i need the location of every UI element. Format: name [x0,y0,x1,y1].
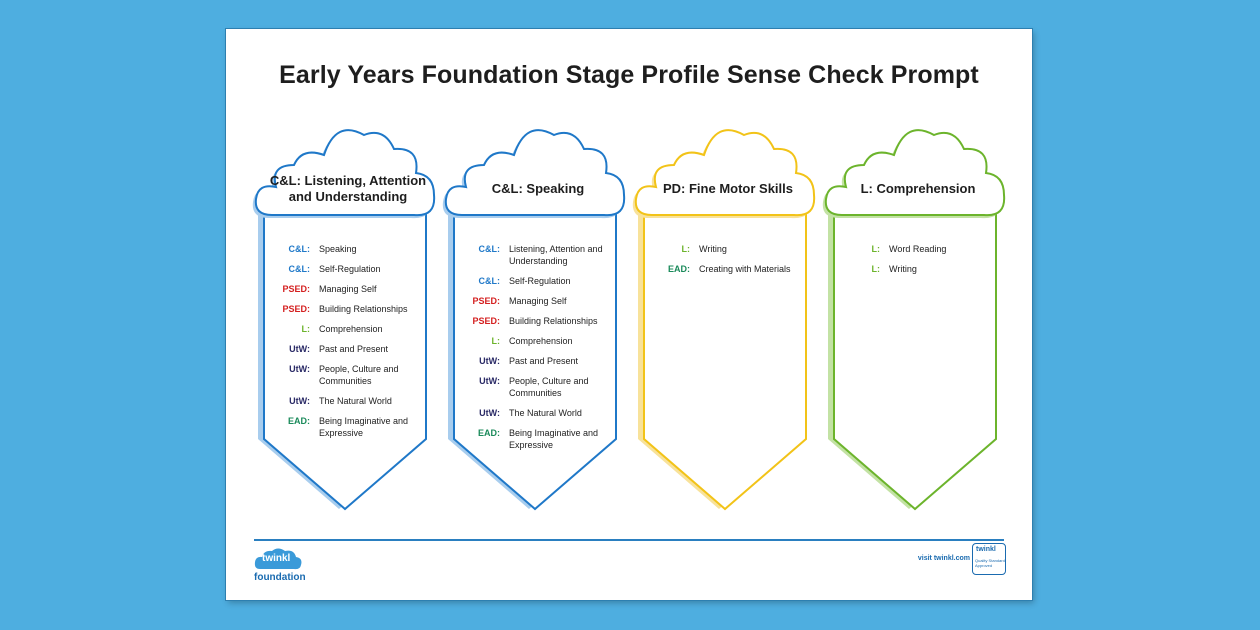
goal-text: Writing [699,244,727,254]
goal-text: Managing Self [319,284,377,294]
area-code: PSED: [282,284,310,294]
area-code: C&L: [288,264,311,274]
goal-item: C&L: Speaking [266,243,426,255]
goal-text: Self-Regulation [509,276,571,286]
goal-item: L: Comprehension [456,335,616,347]
goal-text: People, Culture and Communities [319,364,399,386]
goal-item: L: Writing [646,243,806,255]
area-code: UtW: [289,344,310,354]
cloud-banner-icon [442,129,626,511]
column-heading: C&L: Speaking [491,181,585,196]
page-title: Early Years Foundation Stage Profile Sen… [279,61,979,89]
goal-item: C&L: Self-Regulation [456,275,616,287]
worksheet: Early Years Foundation Stage Profile Sen… [226,29,1032,600]
goal-item: EAD: Being Imaginative and Expressive [266,415,426,439]
cloud-banner-icon [822,129,1006,511]
area-code: L: [681,244,691,254]
goal-item: L: Writing [836,263,996,275]
goal-text: The Natural World [319,396,392,406]
goal-text: Managing Self [509,296,567,306]
cloud-banner-icon [252,129,436,511]
cloud-banner-icon [632,129,816,511]
logo-subtext: foundation [254,572,306,583]
area-code: C&L: [288,244,311,254]
goal-text: People, Culture and Communities [509,376,589,398]
goal-text: Being Imaginative and Expressive [319,416,409,438]
goal-text: Self-Regulation [319,264,381,274]
goal-item: L: Word Reading [836,243,996,255]
twinkl-foundation-logo: twinkl foundation [254,545,306,589]
area-code: UtW: [289,396,310,406]
area-code: L: [871,264,881,274]
goal-item: PSED: Managing Self [456,295,616,307]
goal-item: PSED: Building Relationships [266,303,426,315]
goal-item: UtW: The Natural World [266,395,426,407]
area-code: UtW: [479,408,500,418]
goal-item: EAD: Being Imaginative and Expressive [456,427,616,451]
goal-item: L: Comprehension [266,323,426,335]
column-heading: PD: Fine Motor Skills [662,181,793,196]
area-code: L: [871,244,881,254]
goal-item: UtW: Past and Present [456,355,616,367]
goal-item: C&L: Listening, Attention and Understandi… [456,243,616,267]
goal-text: Past and Present [509,356,579,366]
goal-text: Comprehension [319,324,383,334]
area-code: PSED: [472,296,500,306]
area-code: EAD: [668,264,690,274]
area-code: EAD: [478,428,500,438]
goal-text: Word Reading [889,244,947,254]
goal-text: Speaking [319,244,357,254]
area-code: L: [301,324,311,334]
goal-item: UtW: People, Culture and Communities [266,363,426,387]
goal-text: Comprehension [509,336,573,346]
goal-item: UtW: The Natural World [456,407,616,419]
badge-caption: Quality Standard Approved [975,558,1005,568]
goal-text: Writing [889,264,917,274]
area-code: UtW: [479,376,500,386]
visit-link[interactable]: visit twinkl.com [917,555,970,562]
goal-text: Being Imaginative and Expressive [509,428,599,450]
quality-badge: twinkl Quality Standard Approved [972,543,1006,575]
area-code: C&L: [478,276,501,286]
footer-divider [254,539,1004,541]
badge-title: twinkl [976,546,996,553]
goal-text: Building Relationships [509,316,598,326]
area-code: EAD: [288,416,310,426]
area-code: C&L: [478,244,501,254]
goal-text: Listening, Attention and Understanding [509,244,603,266]
column-1: C&L: Listening, Attention and Understand… [252,117,438,513]
area-code: UtW: [479,356,500,366]
column-heading: C&L: Listening, Attention and Understand… [269,173,427,204]
logo-text: twinkl [262,553,291,564]
area-code: L: [491,336,501,346]
goal-text: The Natural World [509,408,582,418]
goal-item: C&L: Self-Regulation [266,263,426,275]
goal-text: Building Relationships [319,304,408,314]
logo-cloud-icon [254,548,302,570]
goal-text: Past and Present [319,344,389,354]
goal-text: Creating with Materials [699,264,791,274]
column-heading: L: Comprehension [860,181,976,196]
goal-item: PSED: Building Relationships [456,315,616,327]
area-code: PSED: [282,304,310,314]
goal-item: EAD: Creating with Materials [646,263,806,275]
goal-item: UtW: People, Culture and Communities [456,375,616,399]
goal-item: UtW: Past and Present [266,343,426,355]
area-code: UtW: [289,364,310,374]
area-code: PSED: [472,316,500,326]
goal-item: PSED: Managing Self [266,283,426,295]
goal-list: C&L: Listening, Attention and Understandi… [456,243,616,459]
